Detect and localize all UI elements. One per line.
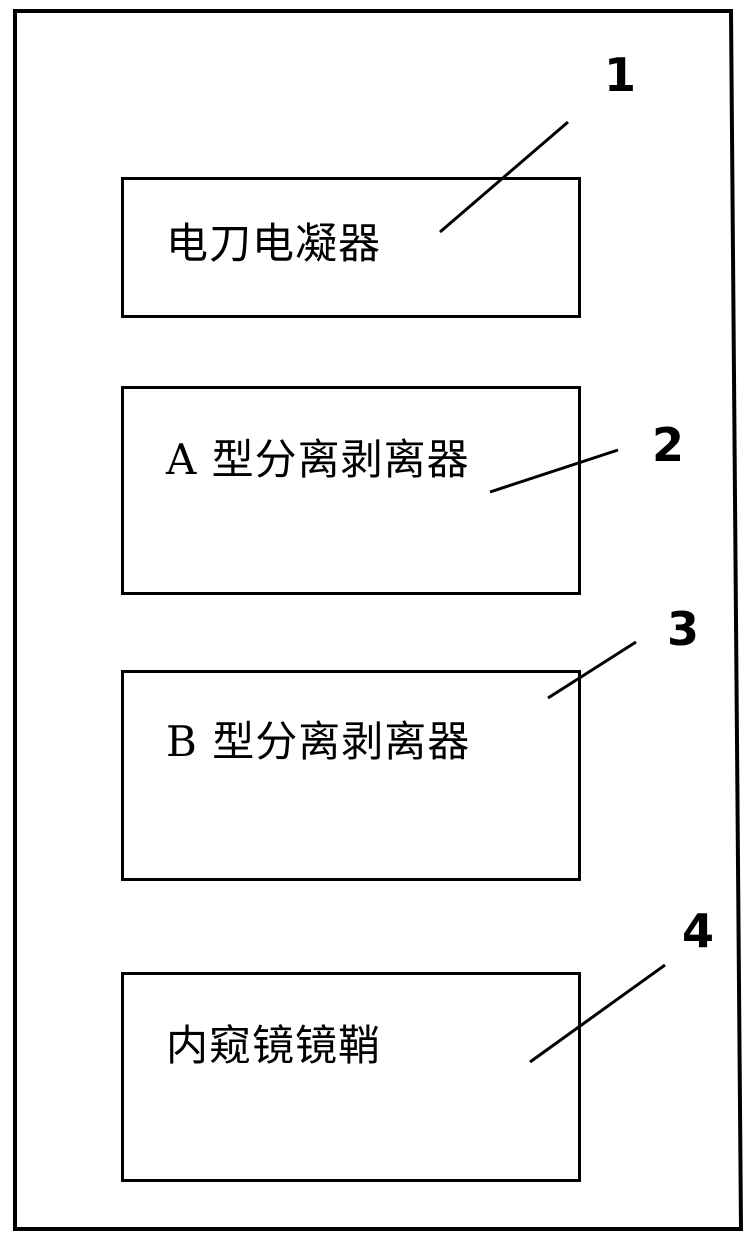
callout-number-2: 2 bbox=[652, 422, 684, 468]
callout-number-3: 3 bbox=[667, 606, 699, 652]
leader-line-1 bbox=[440, 122, 568, 232]
callout-number-4: 4 bbox=[682, 908, 714, 954]
leader-line-2 bbox=[490, 450, 618, 492]
callout-number-1: 1 bbox=[604, 52, 636, 98]
leader-line-4 bbox=[530, 965, 665, 1062]
leader-line-3 bbox=[548, 642, 636, 698]
